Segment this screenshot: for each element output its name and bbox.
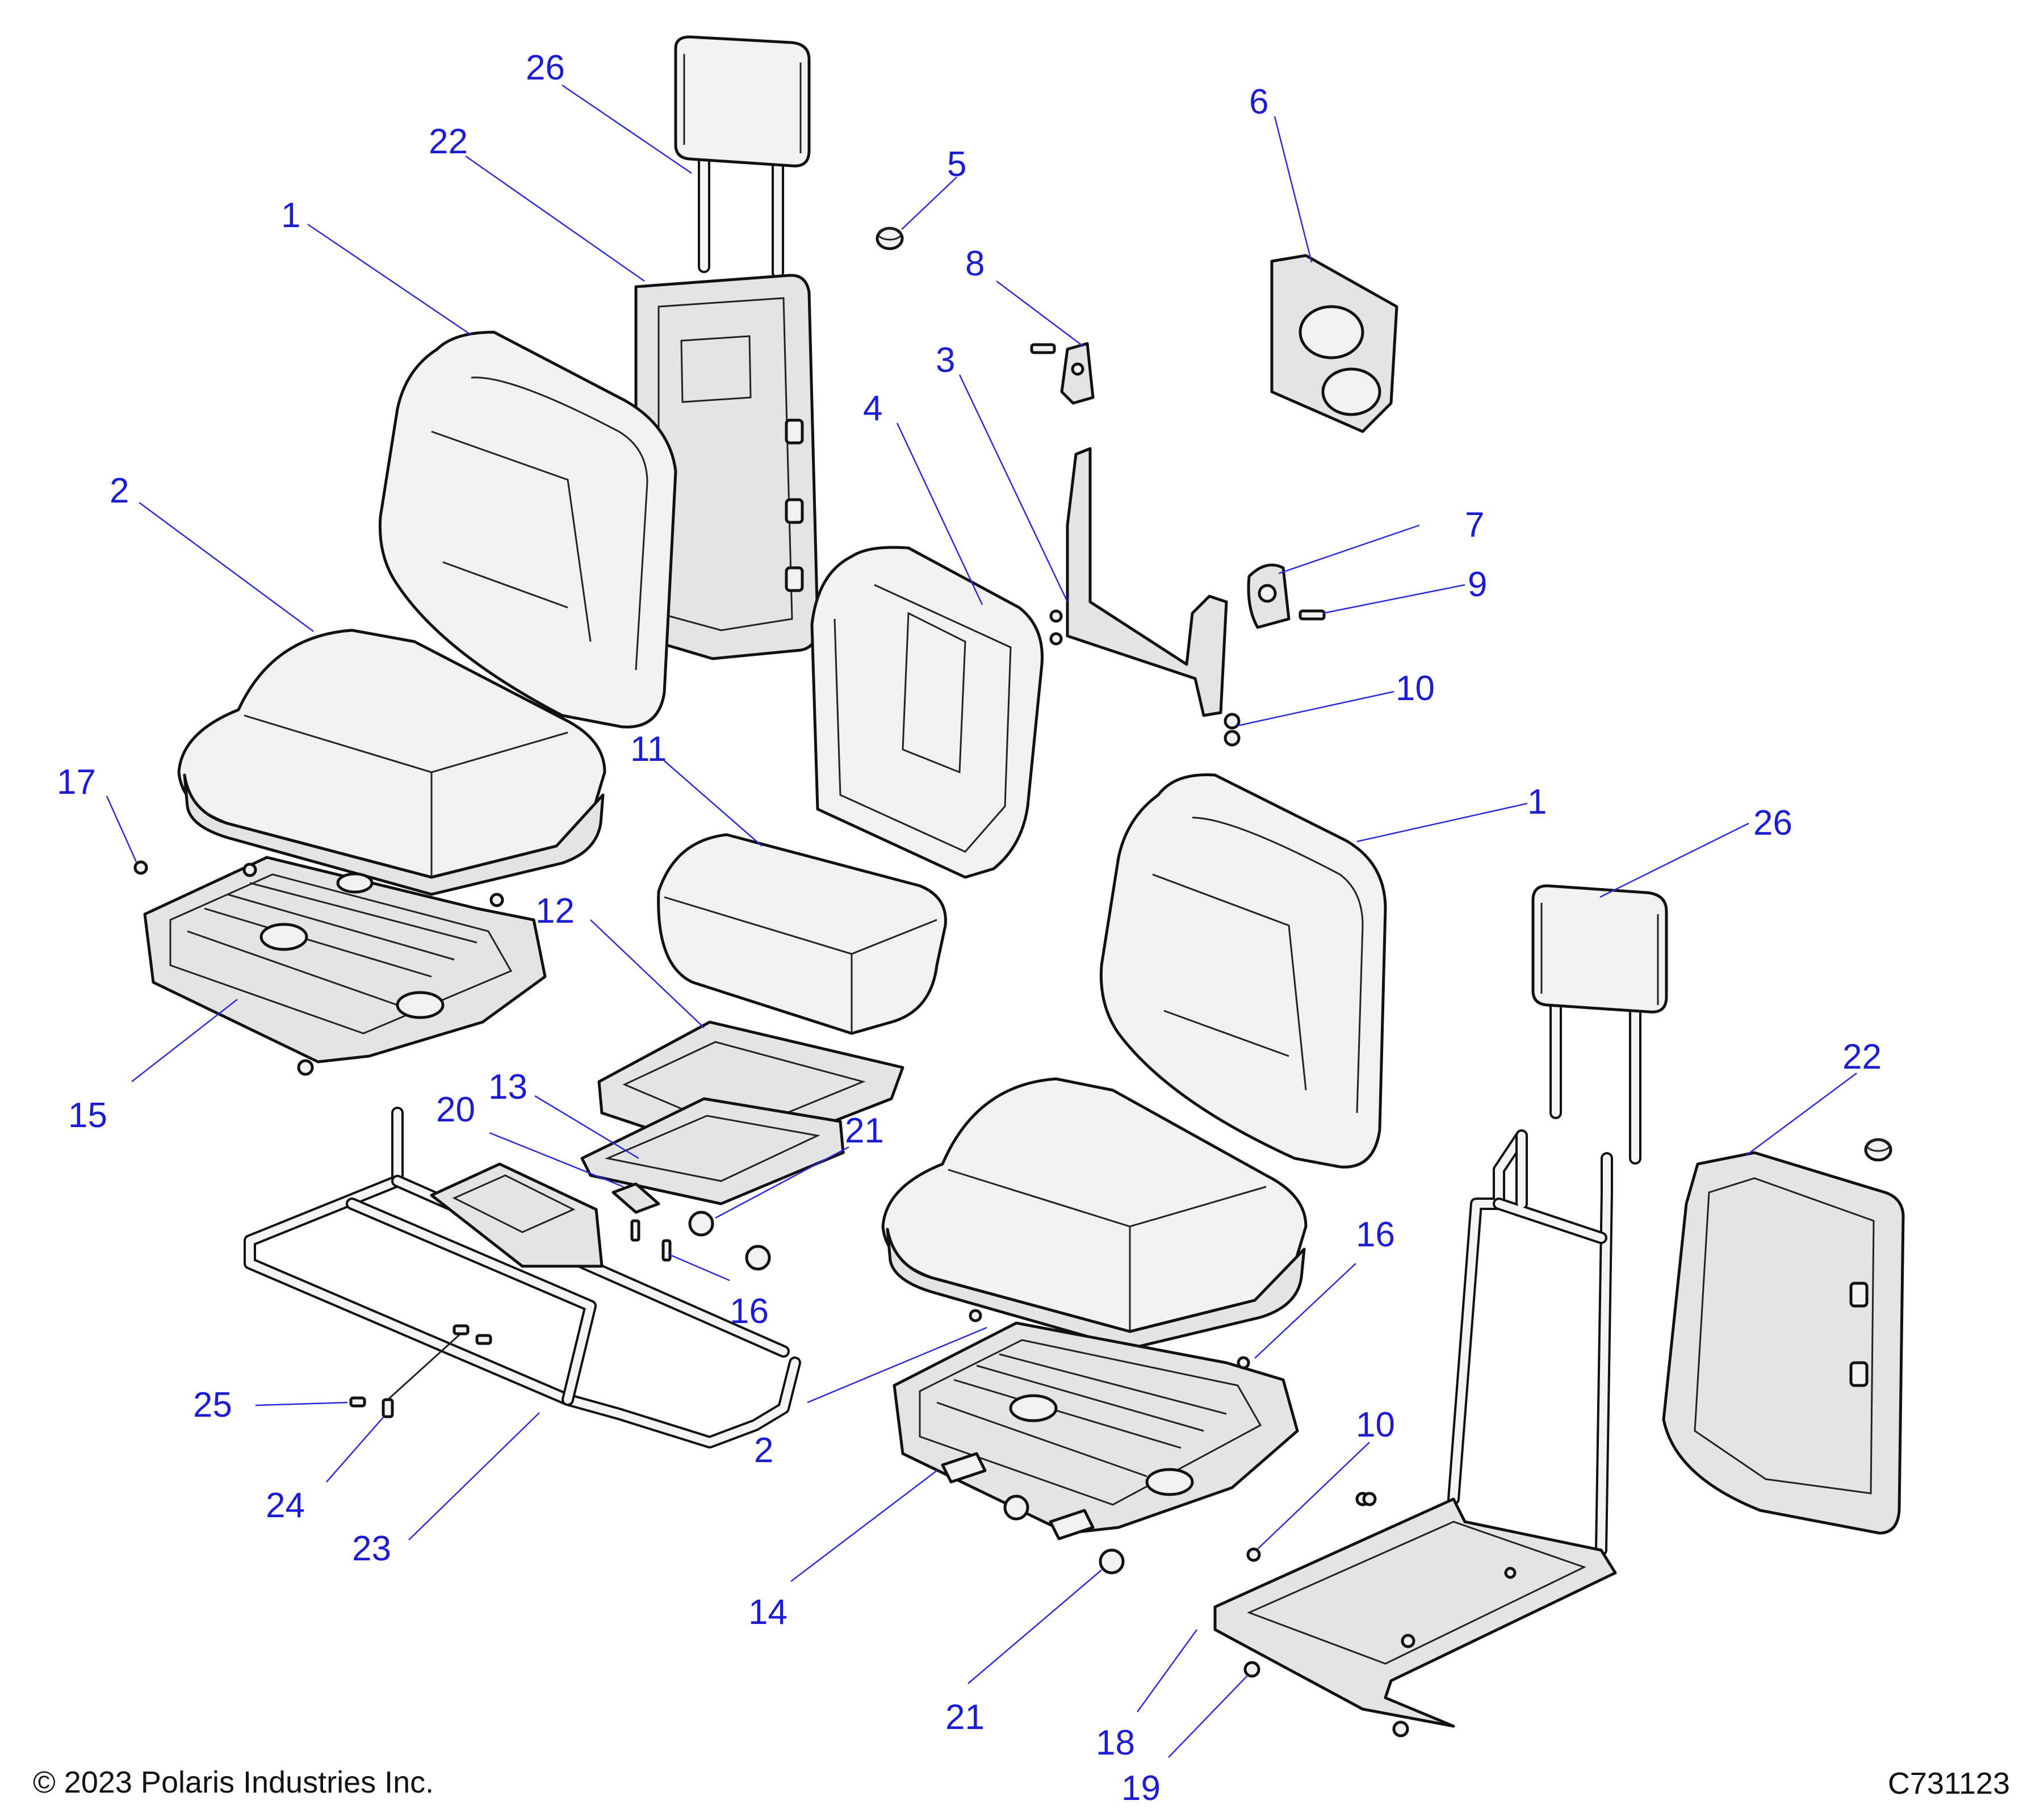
- seatback-shell-right: [1662, 1151, 1905, 1535]
- callout-1-right: 1: [1527, 782, 1547, 822]
- seatback-cushion-right: [1099, 773, 1387, 1169]
- callout-6: 6: [1249, 82, 1268, 122]
- callout-21-lower: 21: [945, 1698, 985, 1737]
- callout-7: 7: [1465, 505, 1484, 545]
- bolt-24: [382, 1324, 470, 1418]
- center-backrest: [810, 546, 1044, 879]
- bolts-10-lower: [1246, 1492, 1377, 1562]
- bolts-10-upper: [1224, 713, 1241, 747]
- callout-24: 24: [266, 1486, 305, 1525]
- headrest-right: [1531, 884, 1668, 1165]
- nuts-21-lower: [1003, 1494, 1125, 1575]
- seat-cushion-right: [881, 1077, 1308, 1350]
- callout-2-left: 2: [110, 471, 129, 510]
- callout-15: 15: [68, 1096, 107, 1135]
- bracket-8: [1030, 342, 1095, 405]
- callout-22-left: 22: [429, 122, 468, 161]
- callout-5: 5: [947, 145, 966, 184]
- callout-23: 23: [352, 1529, 391, 1568]
- callout-8: 8: [965, 244, 985, 283]
- callout-11: 11: [630, 730, 667, 769]
- nuts-19: [1243, 1661, 1409, 1738]
- callout-26-left: 26: [526, 48, 565, 87]
- center-seat-cushion: [657, 833, 947, 1035]
- callout-16-lower: 16: [1356, 1215, 1395, 1254]
- callout-17: 17: [57, 763, 96, 802]
- bolt-25: [349, 1334, 492, 1408]
- bolt-9: [1299, 609, 1326, 621]
- callout-16-upper: 16: [730, 1292, 769, 1331]
- cap-right: [1864, 1138, 1892, 1162]
- callout-26-right: 26: [1753, 803, 1792, 843]
- nuts-21-upper: [688, 1211, 771, 1271]
- callout-18: 18: [1096, 1723, 1135, 1762]
- seat-frame-23: [244, 1107, 801, 1448]
- callout-10-upper: 10: [1396, 669, 1435, 708]
- bolts-16-lower: [969, 1309, 1250, 1370]
- callout-4: 4: [863, 389, 882, 428]
- bolts-16-upper: [630, 1219, 672, 1262]
- center-tray-13: [580, 1097, 845, 1205]
- callout-20: 20: [436, 1090, 475, 1129]
- bracket-3: [1049, 447, 1228, 717]
- callout-25: 25: [193, 1385, 232, 1425]
- callout-13: 13: [488, 1067, 527, 1107]
- seat-frame-18: [1213, 1129, 1617, 1728]
- screw-17: [133, 860, 504, 907]
- seatback-cushion-left: [378, 330, 677, 729]
- callout-21-upper: 21: [845, 1111, 884, 1150]
- callout-22-right: 22: [1842, 1037, 1882, 1077]
- cup-holder-6: [1270, 254, 1398, 433]
- seat-cushion-left: [177, 629, 606, 896]
- callout-1-left: 1: [281, 196, 300, 235]
- bracket-7: [1247, 563, 1291, 629]
- callout-3: 3: [936, 341, 955, 380]
- callout-14: 14: [748, 1593, 788, 1632]
- callout-9: 9: [1468, 565, 1487, 604]
- cap-5: [876, 227, 904, 250]
- leader-lines: [106, 84, 1857, 1758]
- callout-19: 19: [1121, 1769, 1161, 1808]
- callout-12: 12: [535, 891, 575, 931]
- copyright-text: © 2023 Polaris Industries Inc.: [33, 1765, 434, 1799]
- seat-pan-right: [893, 1321, 1299, 1540]
- headrest-left: [674, 35, 811, 279]
- callout-2-right: 2: [754, 1431, 773, 1470]
- seat-pan-left: [143, 856, 547, 1076]
- callout-10-lower: 10: [1356, 1405, 1395, 1445]
- callout-labels: 26 22 1 5 6 8 3 4 2 7 9 10 11 1 26 17 12…: [57, 48, 1882, 1808]
- drawing-number: C731123: [1887, 1766, 2010, 1801]
- bracket-20: [611, 1182, 660, 1214]
